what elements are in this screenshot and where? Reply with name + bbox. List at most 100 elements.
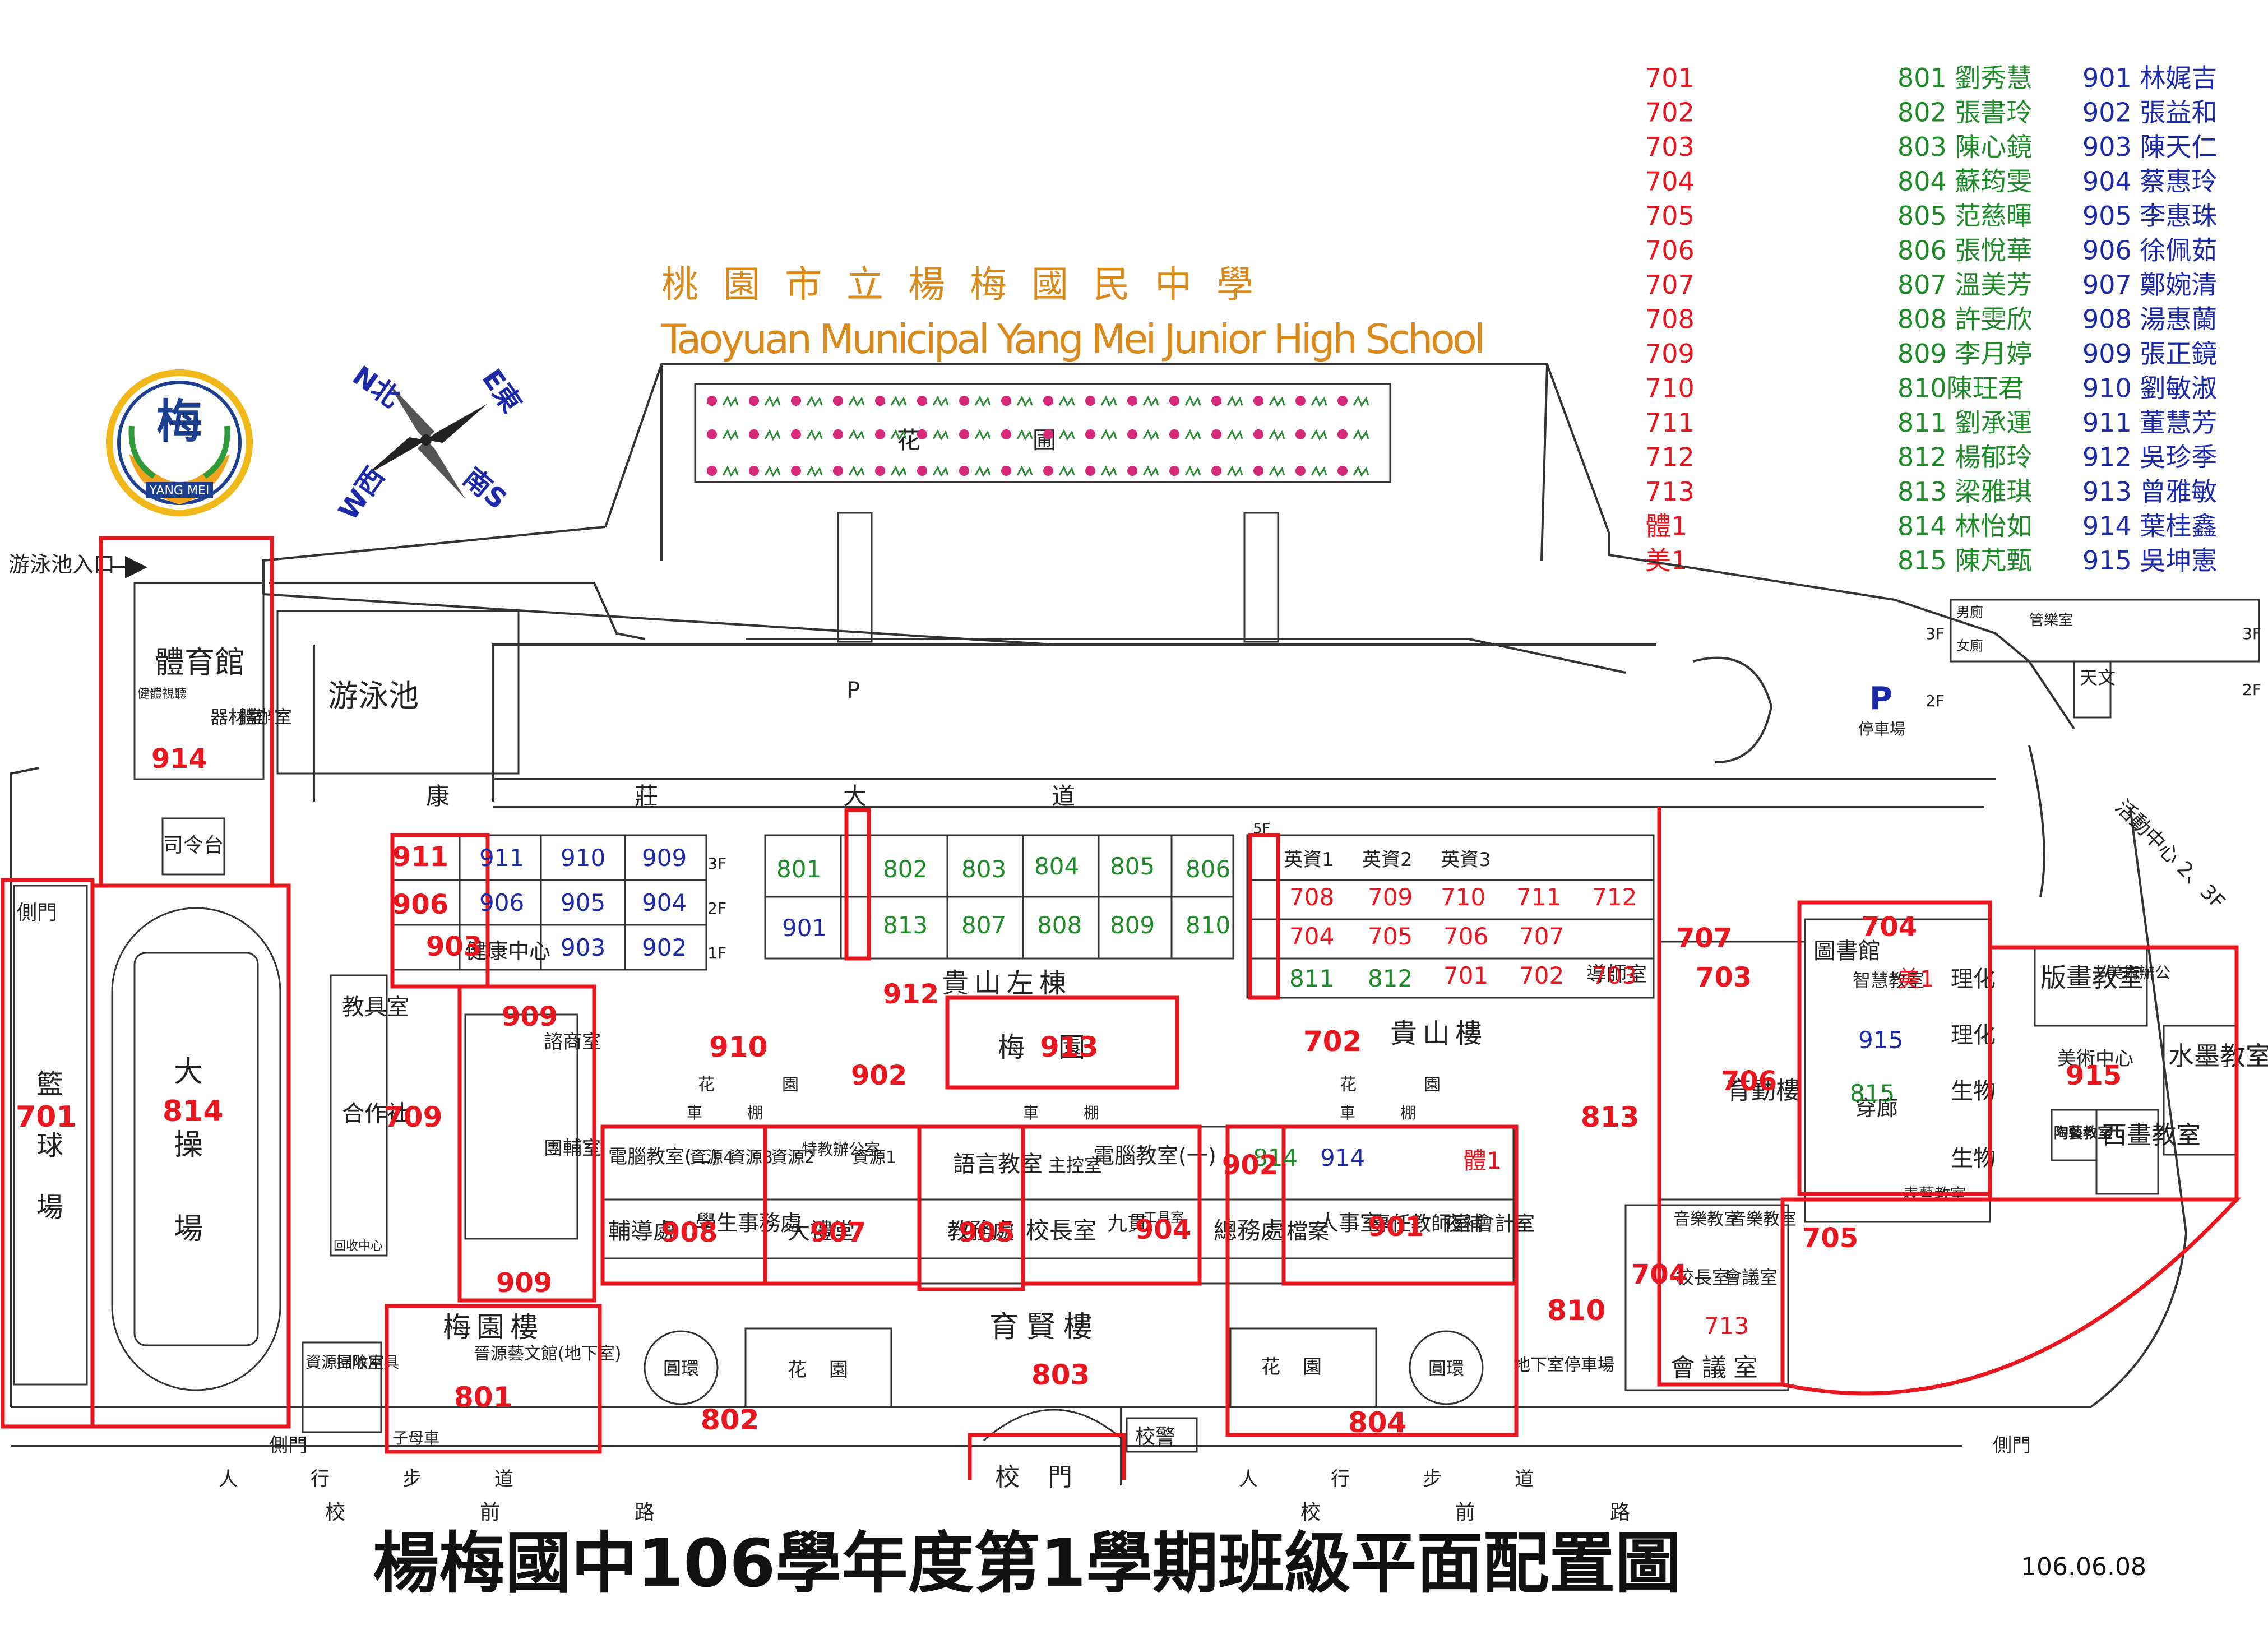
south-buildings: 梅園樓 晉源藝文館(地下室) 子母車 資源回收室 掃除用具 育賢樓 圓環 圓環 … xyxy=(219,1305,1630,1524)
res4-label: 資源4 xyxy=(689,1148,734,1168)
room-803: 803 xyxy=(961,855,1006,883)
room-ti1: 體1 xyxy=(1463,1147,1502,1174)
compass-west: W西 xyxy=(332,461,391,526)
grass-icon xyxy=(1058,429,1075,441)
grass-icon xyxy=(722,395,739,408)
flower-icon xyxy=(1127,466,1137,476)
flower-icon xyxy=(1211,396,1221,406)
meeting-room-big: 會議室 xyxy=(1670,1354,1765,1382)
flower-icon xyxy=(791,466,801,476)
room-711: 711 xyxy=(1516,883,1561,911)
legend-entry: 體1 xyxy=(1645,511,1687,541)
side-gate-label: 側門 xyxy=(17,901,57,924)
area-911: 911 xyxy=(392,841,448,873)
sidewalk-left: 人行步道 xyxy=(219,1468,586,1490)
grass-icon xyxy=(848,429,865,441)
flower-icon xyxy=(875,429,885,439)
legend-entry: 907 鄭婉清 xyxy=(2082,270,2217,300)
top-garden: 花圃 xyxy=(694,383,1391,643)
grass-icon xyxy=(1311,465,1327,478)
room-708: 708 xyxy=(1289,883,1334,911)
room-707: 707 xyxy=(1519,923,1564,950)
room-909: 909 xyxy=(642,844,687,872)
grass-icon xyxy=(1100,429,1117,441)
grass-icon xyxy=(1142,395,1159,408)
flower-icon xyxy=(1295,429,1306,439)
room-915: 915 xyxy=(1858,1026,1903,1054)
flower-icon xyxy=(1337,396,1348,406)
room-815: 815 xyxy=(1850,1080,1895,1107)
legend-entry: 704 xyxy=(1645,166,1695,197)
grass-icon xyxy=(764,395,781,408)
legend-entry: 914 葉桂鑫 xyxy=(2082,511,2217,541)
grass-icon xyxy=(1311,395,1327,408)
legend-entry: 801 劉秀慧 xyxy=(1897,63,2032,93)
room-706: 706 xyxy=(1443,923,1488,950)
coach-label: 團輔室 xyxy=(544,1137,601,1160)
right-building-name: 貴山樓 xyxy=(1390,1018,1488,1049)
room-904: 904 xyxy=(642,889,687,916)
principal-label: 校長室 xyxy=(1026,1217,1096,1244)
room-814: 814 xyxy=(1253,1144,1298,1171)
area-709: 709 xyxy=(384,1101,442,1133)
room-704: 704 xyxy=(1289,923,1334,950)
grass-icon xyxy=(1142,465,1159,478)
room-903: 903 xyxy=(561,934,605,961)
legend-entry: 703 xyxy=(1645,132,1695,162)
room-806: 806 xyxy=(1186,855,1230,883)
garden3-b: 花園 xyxy=(1261,1356,1344,1378)
area-904: 904 xyxy=(1135,1214,1191,1245)
library-label: 圖書館 xyxy=(1813,938,1881,964)
legend-entry: 911 董慧芳 xyxy=(2082,408,2217,438)
room-809: 809 xyxy=(1110,911,1155,939)
flower-icon xyxy=(959,429,969,439)
grass-icon xyxy=(1016,395,1033,408)
smart-room: 智慧教室 xyxy=(1853,970,1924,991)
flower-icon xyxy=(917,396,927,406)
room-804: 804 xyxy=(1034,853,1079,880)
field-glyph2: 操 xyxy=(174,1128,203,1162)
flower-icon xyxy=(1127,429,1137,439)
flower-icon xyxy=(791,396,801,406)
art-office-label: 美術辦公 xyxy=(2108,964,2170,982)
east-restroom-m: 男廁 xyxy=(1956,604,1983,620)
grass-icon xyxy=(848,395,865,408)
area-906: 906 xyxy=(392,889,448,920)
flower-icon xyxy=(707,429,717,439)
legend-entry: 708 xyxy=(1645,304,1695,335)
flower-icon xyxy=(1001,396,1011,406)
gate-label: 校門 xyxy=(995,1463,1100,1492)
legend-entry: 810陳玨君 xyxy=(1897,373,2024,404)
lang-label: 語言教室 xyxy=(953,1151,1043,1177)
legend-entry: 711 xyxy=(1645,408,1695,438)
school-logo: 梅 YANG MEI xyxy=(106,369,253,516)
east-2f-left: 2F xyxy=(1926,692,1945,710)
gym-sub2: 器材室 xyxy=(210,706,264,728)
room-910: 910 xyxy=(561,844,605,872)
activity-center-label: 活動中心 2、3F xyxy=(2110,795,2229,914)
legend-entry: 706 xyxy=(1645,235,1695,266)
legend-entry: 807 溫美芳 xyxy=(1897,270,2032,300)
area-909-a: 909 xyxy=(502,1001,558,1032)
comp1-label: 電腦教室(一) xyxy=(1093,1143,1216,1168)
legend-entry: 802 張書玲 xyxy=(1897,98,2032,128)
gym-sub3: 體辦室 xyxy=(238,706,292,728)
logo-glyph: 梅 xyxy=(156,395,202,448)
eng2-label: 英資2 xyxy=(1362,849,1413,871)
room-901: 901 xyxy=(782,914,827,942)
grass-icon xyxy=(932,465,949,478)
flower-icon xyxy=(1127,396,1137,406)
area-804: 804 xyxy=(1348,1406,1406,1439)
flower-icon xyxy=(1253,429,1263,439)
grass-icon xyxy=(974,395,991,408)
sports-field: 側門 籃 球 場 大 操 場 xyxy=(13,885,281,1391)
room-810: 810 xyxy=(1186,911,1230,939)
flower-icon xyxy=(875,466,885,476)
east-2f-right: 2F xyxy=(2242,680,2261,699)
legend-entry: 805 范慈暉 xyxy=(1897,201,2032,231)
area-705: 705 xyxy=(1802,1222,1858,1254)
flower-icon xyxy=(1001,429,1011,439)
flower-icon xyxy=(917,429,927,439)
legend-entry: 710 xyxy=(1645,373,1695,404)
